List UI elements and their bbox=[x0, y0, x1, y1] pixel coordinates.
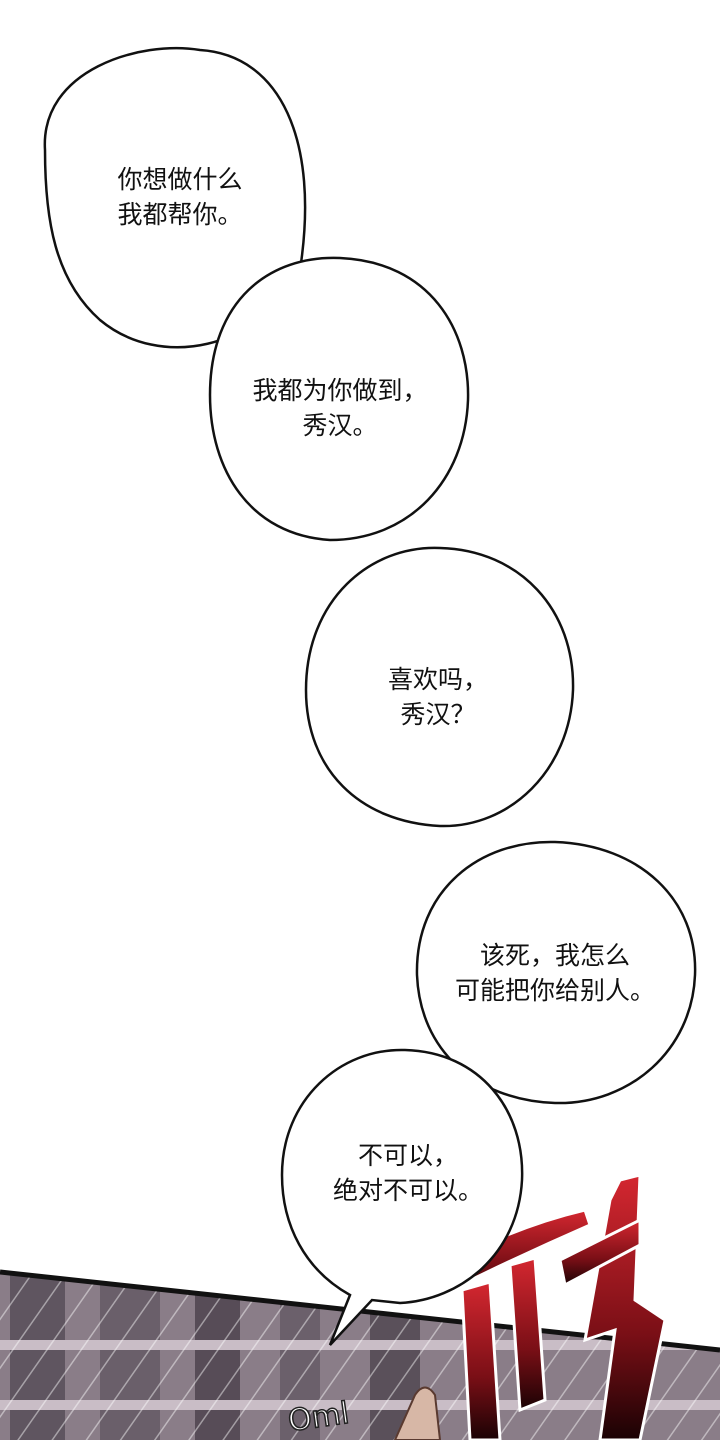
speech-bubbles bbox=[43, 46, 697, 1346]
bubble-line: 不可以， bbox=[357, 1141, 459, 1170]
bubble-line: 该死，我怎么 bbox=[479, 941, 631, 970]
bubble-line: 秀汉。 bbox=[302, 411, 378, 440]
bubble-2-text: 我都为你做到， 秀汉。 bbox=[252, 373, 427, 443]
bubble-line: 秀汉？ bbox=[400, 700, 476, 729]
bubble-line: 我都为你做到， bbox=[252, 376, 428, 405]
bubble-1-text: 你想做什么我都帮你。 bbox=[117, 162, 242, 232]
bubble-line: 你想做什么 bbox=[117, 165, 243, 194]
bubble-5-text: 不可以， 绝对不可以。 bbox=[333, 1138, 483, 1208]
bubble-line: 绝对不可以。 bbox=[332, 1176, 484, 1205]
bubble-3-text: 喜欢吗， 秀汉？ bbox=[388, 662, 488, 732]
bubble-line: 我都帮你。 bbox=[117, 200, 243, 229]
bubble-line: 喜欢吗， bbox=[387, 665, 489, 694]
red-sfx bbox=[418, 1173, 667, 1440]
bubble-line: 可能把你给别人。 bbox=[454, 976, 656, 1005]
bubble-4-text: 该死，我怎么可能把你给别人。 bbox=[455, 938, 655, 1008]
